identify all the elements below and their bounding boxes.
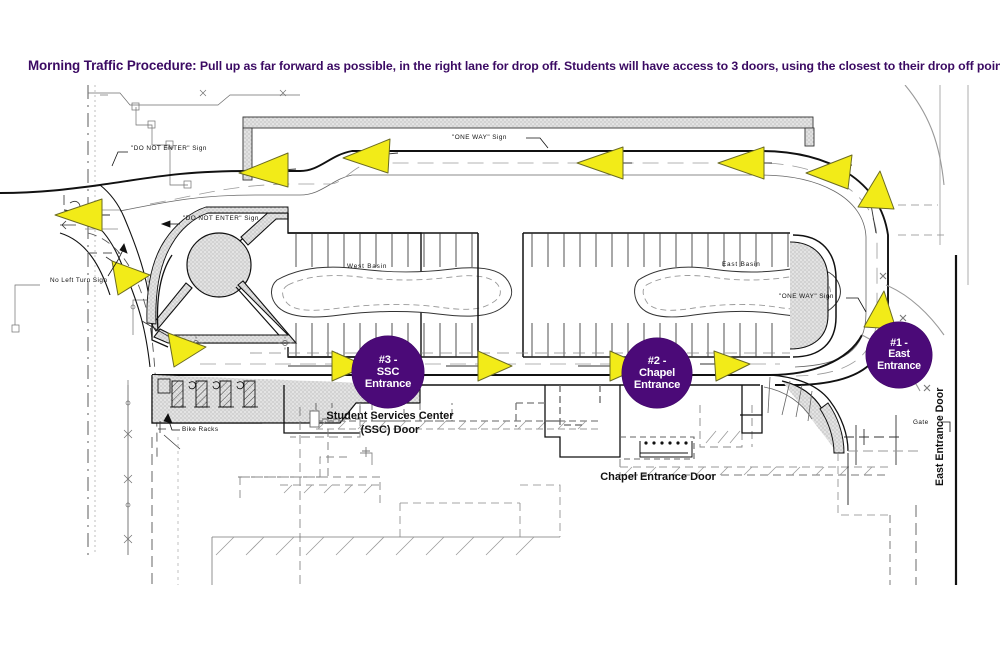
page-title-lead: Morning Traffic Procedure: bbox=[28, 58, 197, 73]
annotation-one-way-2: "ONE WAY" Sign bbox=[779, 293, 834, 300]
ssc-building-wing bbox=[238, 429, 381, 503]
annotation-no-left-turn: No Left Turn Sign bbox=[50, 277, 108, 284]
page-title: Morning Traffic Procedure: Pull up as fa… bbox=[28, 58, 1000, 74]
badge-east-line1: #1 - bbox=[890, 336, 908, 349]
flow-arrow-west-curve-2 bbox=[141, 320, 207, 368]
badge-chapel-line2: Chapel bbox=[638, 366, 676, 379]
chapel-building bbox=[515, 385, 621, 458]
badge-east-line2: East bbox=[888, 348, 910, 361]
west-basin-island bbox=[271, 266, 513, 318]
flow-arrow-west-exit bbox=[54, 198, 110, 232]
annotation-do-not-enter-1: "DO NOT ENTER" Sign bbox=[131, 145, 207, 152]
flow-arrow-north-4 bbox=[342, 138, 399, 174]
flow-arrow-north-3 bbox=[576, 146, 632, 180]
southwest-lot-hatch bbox=[211, 484, 561, 585]
annotation-gate: Gate bbox=[913, 419, 929, 426]
badge-chapel-line1: #2 - bbox=[647, 354, 667, 367]
badge-chapel-entrance[interactable]: #2 - Chapel Entrance bbox=[622, 338, 692, 408]
badge-ssc-line2: SSC bbox=[376, 365, 400, 378]
west-street-lines bbox=[87, 85, 129, 555]
label-east-basin: East Basin bbox=[722, 261, 761, 268]
annotation-one-way-1: "ONE WAY" Sign bbox=[452, 134, 507, 141]
label-east-door: East Entrance Door bbox=[934, 387, 947, 486]
north-sidewalk bbox=[242, 116, 815, 181]
building-footprints bbox=[151, 385, 361, 585]
east-building-block bbox=[619, 405, 890, 476]
bike-rack-pad bbox=[151, 375, 421, 450]
label-chapel-door: Chapel Entrance Door bbox=[600, 471, 716, 483]
traffic-flow-arrows bbox=[54, 138, 897, 382]
east-turnaround-median bbox=[789, 234, 837, 358]
west-entrance-dash bbox=[87, 232, 158, 458]
label-west-basin: West Basin bbox=[347, 263, 388, 270]
flow-arrow-dropoff-2 bbox=[446, 350, 513, 382]
northeast-detail bbox=[898, 204, 944, 236]
badge-chapel-line3: Entrance bbox=[633, 379, 681, 392]
flow-arrow-west-curve bbox=[105, 256, 151, 296]
flow-arrow-east-up-2 bbox=[857, 170, 895, 234]
page-title-body: Pull up as far forward as possible, in t… bbox=[199, 59, 1000, 73]
northwest-utility-box bbox=[88, 89, 300, 189]
annotation-do-not-enter-2: "DO NOT ENTER" Sign bbox=[183, 215, 259, 222]
center-drive-aisle bbox=[477, 233, 524, 357]
label-ssc-door: Student Services Center (SSC) Door bbox=[326, 410, 454, 437]
east-entrance-walk-lines bbox=[767, 376, 890, 516]
badge-ssc-entrance[interactable]: #3 - SSC Entrance bbox=[352, 336, 424, 408]
flow-arrow-dropoff-1 bbox=[288, 350, 367, 382]
site-plan-drawing bbox=[0, 85, 969, 585]
chapel-entrance-vestibule bbox=[620, 436, 695, 460]
gate-symbol bbox=[844, 415, 900, 465]
flow-arrow-north-2 bbox=[717, 146, 772, 180]
badge-ssc-line1: #3 - bbox=[378, 353, 398, 366]
badge-ssc-line3: Entrance bbox=[364, 378, 412, 391]
east-entrance-plaza bbox=[740, 374, 849, 454]
east-lot-body bbox=[523, 232, 790, 358]
flow-arrow-north-1 bbox=[805, 154, 853, 190]
flow-arrow-north-5 bbox=[238, 152, 297, 188]
flow-arrow-dropoff-4 bbox=[700, 350, 751, 382]
annotation-bike-racks: Bike Racks bbox=[182, 426, 219, 433]
badge-east-entrance[interactable]: #1 - East Entrance bbox=[866, 322, 932, 388]
badge-east-line3: Entrance bbox=[877, 359, 921, 372]
west-utility-symbols bbox=[100, 94, 133, 555]
